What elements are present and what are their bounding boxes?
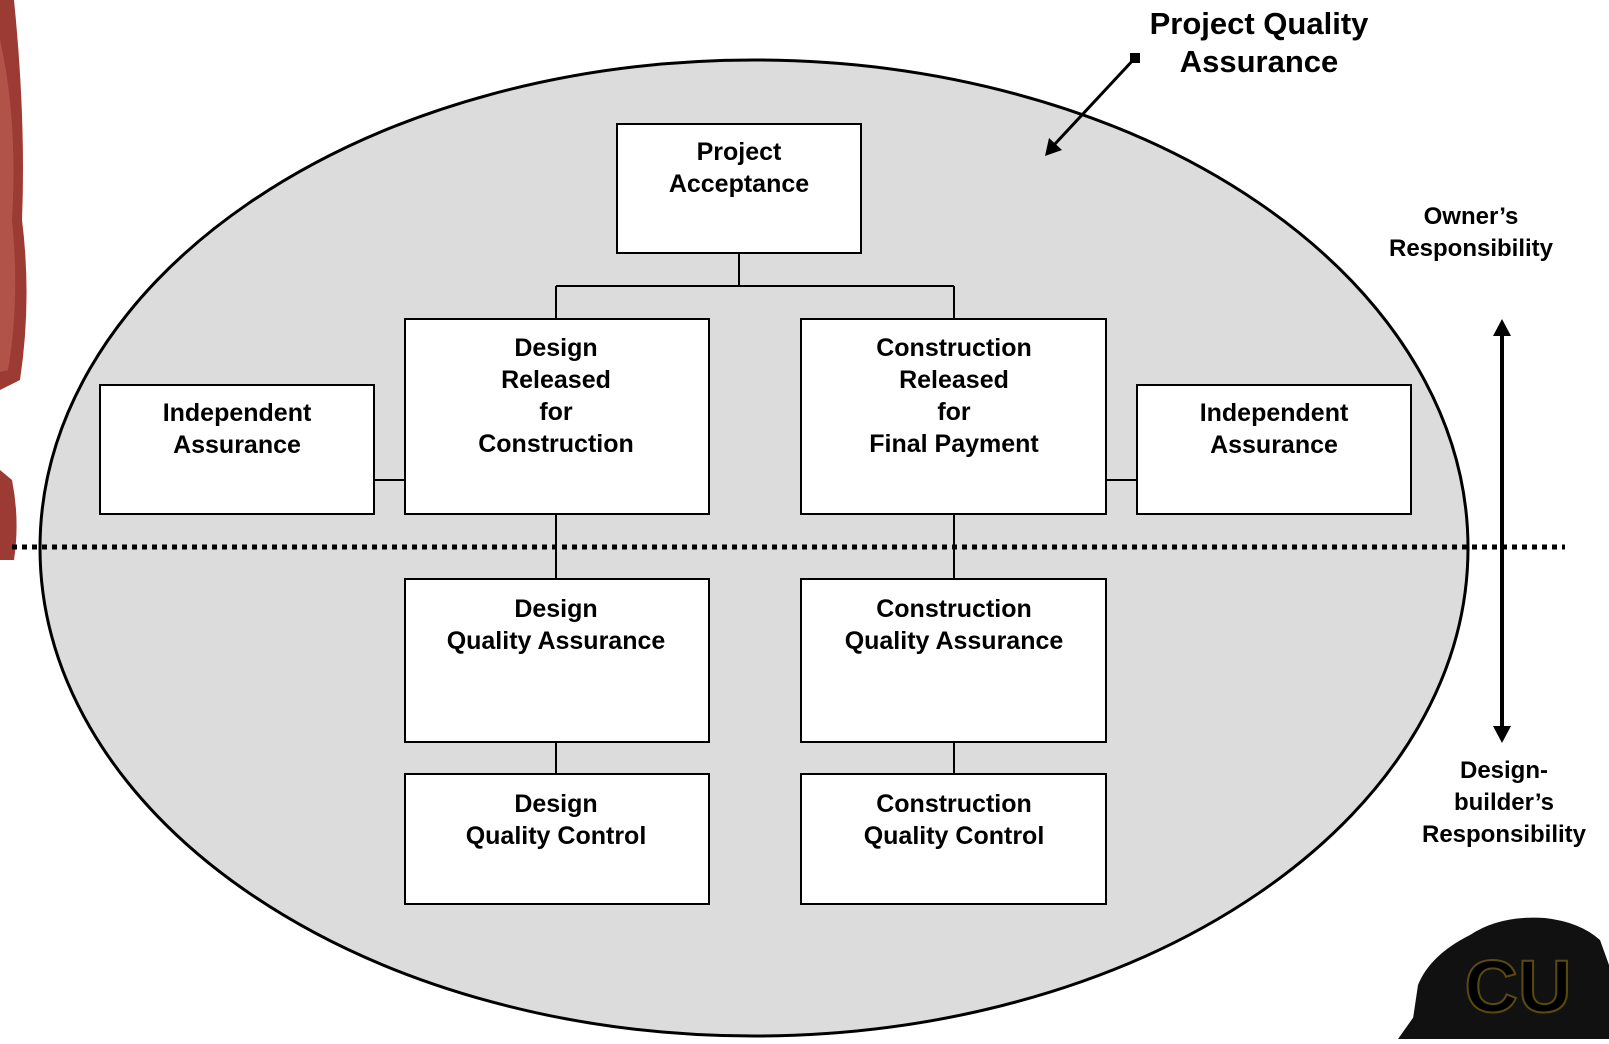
node-label-line: Independent bbox=[1200, 399, 1349, 427]
node-label-line: Assurance bbox=[1210, 431, 1338, 459]
node-label-line: Quality Assurance bbox=[845, 627, 1064, 655]
node-label-line: Released bbox=[899, 366, 1009, 394]
designbuilder-label-line: Responsibility bbox=[1422, 821, 1587, 848]
owner-responsibility-label: Owner’s Responsibility bbox=[1389, 203, 1554, 262]
node-label-line: Independent bbox=[163, 399, 312, 427]
designbuilder-label-line: builder’s bbox=[1454, 789, 1554, 816]
arrowhead-icon bbox=[1045, 138, 1062, 156]
node-label-line: Quality Assurance bbox=[447, 627, 666, 655]
arrow-down-icon bbox=[1493, 726, 1511, 743]
node-independent-assurance-right: Independent Assurance bbox=[1136, 384, 1412, 515]
callout-arrow bbox=[1052, 56, 1137, 147]
node-independent-assurance-left: Independent Assurance bbox=[99, 384, 375, 515]
node-label-line: Construction bbox=[478, 430, 634, 458]
node-label-line: Design bbox=[514, 334, 597, 362]
node-label-line: Released bbox=[501, 366, 611, 394]
node-construction-quality-control: Construction Quality Control bbox=[800, 773, 1107, 905]
node-construction-released-for-final-payment: Construction Released for Final Payment bbox=[800, 318, 1107, 515]
node-project-acceptance: Project Acceptance bbox=[616, 123, 862, 254]
callout-label-line: Project Quality bbox=[1150, 6, 1370, 41]
responsibility-arrow bbox=[1493, 319, 1511, 743]
designbuilder-label-line: Design- bbox=[1460, 757, 1548, 784]
node-design-released-for-construction: Design Released for Construction bbox=[404, 318, 710, 515]
designbuilder-responsibility-label: Design- builder’s Responsibility bbox=[1422, 757, 1587, 848]
node-label-line: Construction bbox=[876, 595, 1032, 623]
node-label-line: Design bbox=[514, 790, 597, 818]
owner-label-line: Owner’s bbox=[1424, 203, 1519, 230]
arrow-up-icon bbox=[1493, 319, 1511, 336]
node-label-line: for bbox=[539, 398, 573, 426]
node-label-line: Project bbox=[697, 138, 782, 166]
node-label-line: Quality Control bbox=[466, 822, 647, 850]
node-label-line: Design bbox=[514, 595, 597, 623]
node-label-line: Final Payment bbox=[869, 430, 1039, 458]
cu-buffalo-logo: CU bbox=[1398, 917, 1609, 1039]
callout-project-quality-assurance: Project Quality Assurance bbox=[1045, 6, 1369, 156]
node-label-line: Construction bbox=[876, 790, 1032, 818]
node-label-line: Acceptance bbox=[669, 170, 809, 198]
left-edge-image bbox=[0, 0, 27, 560]
node-label-line: Assurance bbox=[173, 431, 301, 459]
node-construction-quality-assurance: Construction Quality Assurance bbox=[800, 578, 1107, 743]
cu-logo-mark: CU bbox=[1465, 945, 1572, 1028]
owner-label-line: Responsibility bbox=[1389, 235, 1554, 262]
node-design-quality-control: Design Quality Control bbox=[404, 773, 710, 905]
node-label-line: Construction bbox=[876, 334, 1032, 362]
node-label-line: Quality Control bbox=[864, 822, 1045, 850]
node-design-quality-assurance: Design Quality Assurance bbox=[404, 578, 710, 743]
callout-label-line: Assurance bbox=[1180, 44, 1339, 79]
connector-lines bbox=[374, 252, 1137, 774]
node-label-line: for bbox=[937, 398, 971, 426]
